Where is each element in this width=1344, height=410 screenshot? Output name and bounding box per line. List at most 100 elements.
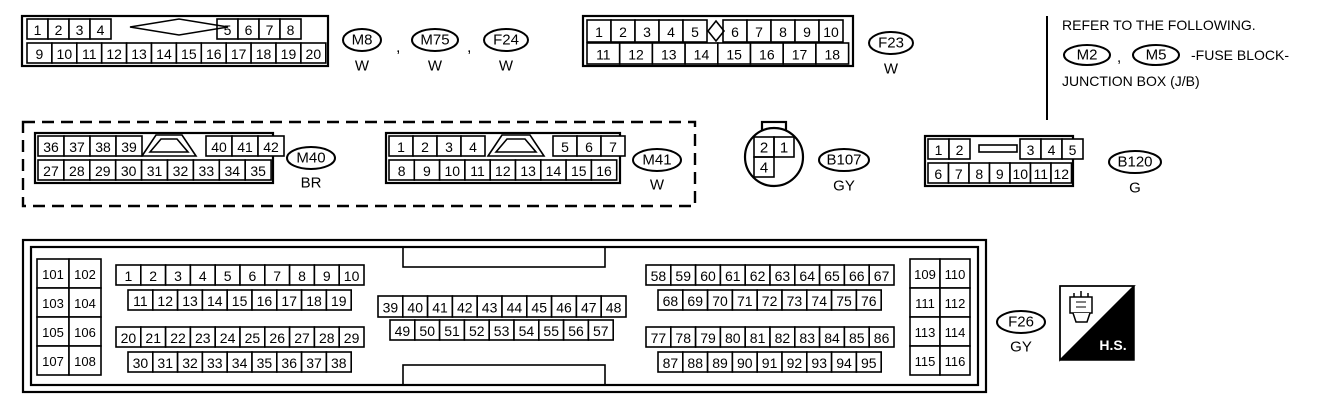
pin-cell: 23 — [189, 326, 216, 348]
pin-cell: 2 — [610, 19, 636, 43]
pin-cell: 27 — [37, 159, 65, 181]
pin-cell: 62 — [744, 264, 771, 286]
pin-number: 77 — [651, 330, 667, 346]
pin-cell: 35 — [251, 351, 278, 373]
pin-cell: 18 — [300, 289, 328, 311]
pin-number: 90 — [737, 355, 753, 371]
pin-number: 9 — [996, 166, 1004, 182]
pin-cell: 3 — [164, 264, 192, 286]
pin-number: 40 — [211, 139, 227, 155]
pin-number: 60 — [700, 268, 716, 284]
reference-note: REFER TO THE FOLLOWING. M2 , M5 -FUSE BL… — [1046, 16, 1289, 120]
pin-cell: 15 — [716, 42, 752, 65]
pin-number: 15 — [232, 293, 248, 309]
pin-cell: 12 — [152, 289, 179, 311]
pin-number: 106 — [74, 325, 96, 340]
pin-number: 82 — [775, 330, 791, 346]
pin-cell: 13 — [176, 289, 204, 311]
pin-cell: 8 — [968, 162, 991, 184]
pin-number: 31 — [157, 355, 173, 371]
pin-cell: 107 — [36, 345, 70, 376]
pin-number: 8 — [287, 22, 295, 38]
pin-number: 116 — [945, 354, 966, 369]
pin-cell: 45 — [525, 295, 553, 318]
connector-f23-frame — [581, 14, 855, 68]
pin-number: 107 — [42, 354, 64, 369]
pin-cell: 39 — [115, 135, 143, 157]
pin-cell: 16 — [749, 42, 785, 65]
pin-number: 1 — [397, 139, 405, 155]
pin-number: 35 — [257, 355, 273, 371]
pin-cell: 12 — [1050, 162, 1073, 184]
pin-number: 21 — [145, 330, 161, 346]
badge-code: M75 — [420, 32, 449, 49]
pin-cell: 41 — [426, 295, 454, 318]
pin-cell: 80 — [719, 326, 747, 348]
pin-number: 49 — [395, 323, 411, 339]
pin-cell: 38 — [325, 351, 352, 373]
pin-cell: 13 — [514, 159, 542, 181]
pin-cell: 7 — [263, 264, 291, 286]
pin-cell: 11 — [127, 289, 154, 311]
pin-number: 6 — [249, 268, 257, 284]
pin-number: 87 — [663, 355, 679, 371]
pin-cell: 28 — [313, 326, 340, 348]
pin-number: 8 — [779, 24, 787, 40]
pin-cell: 77 — [645, 326, 672, 348]
pin-cell: 15 — [175, 42, 203, 64]
pin-number: 13 — [661, 47, 677, 63]
badge-code: M8 — [352, 32, 373, 49]
badge-m75: M75 W — [411, 28, 459, 75]
badge-m5: M5 — [1132, 44, 1180, 66]
pin-number: 3 — [643, 24, 651, 40]
pin-number: 3 — [1027, 142, 1035, 158]
pin-number: 25 — [245, 330, 261, 346]
pin-cell: 33 — [192, 159, 221, 181]
pin-number: 59 — [675, 268, 691, 284]
pin-cell: 39 — [377, 295, 404, 318]
pin-cell: 41 — [231, 135, 259, 157]
pin-number: 4 — [469, 139, 477, 155]
pin-cell: 14 — [201, 289, 228, 311]
pin-cell: 1 — [927, 138, 950, 160]
pin-cell: 16 — [251, 289, 278, 311]
pin-number: 35 — [250, 163, 266, 179]
pin-number: 84 — [824, 330, 840, 346]
pin-number: 41 — [432, 300, 448, 316]
pin-number: 16 — [206, 46, 222, 62]
pin-number: 111 — [915, 296, 935, 311]
pin-cell: 115 — [909, 345, 941, 376]
pin-cell: 63 — [769, 264, 796, 286]
pin-cell: 1 — [26, 18, 49, 40]
pin-number: 19 — [331, 293, 347, 309]
pin-cell: 17 — [225, 42, 252, 64]
pin-number: 1 — [34, 22, 42, 38]
pin-number: 43 — [482, 300, 498, 316]
separator: , — [396, 39, 400, 56]
pin-number: 18 — [306, 293, 322, 309]
pin-cell: 10 — [438, 159, 466, 181]
badge-code: M5 — [1146, 47, 1167, 64]
pin-cell: 104 — [68, 287, 102, 318]
pin-cell: 2 — [412, 135, 438, 157]
pin-cell: 108 — [68, 345, 102, 376]
pin-cell: 14 — [539, 159, 567, 181]
badge-color: W — [884, 61, 899, 78]
badge-code: M2 — [1077, 47, 1098, 64]
pin-number: 13 — [182, 293, 198, 309]
pin-cell: 29 — [338, 326, 365, 348]
pin-number: 11 — [1033, 166, 1048, 182]
connector-f26-outer — [21, 238, 988, 394]
pin-number: 27 — [43, 163, 59, 179]
pin-cell: 10 — [1009, 162, 1032, 184]
pin-cell: 8 — [279, 18, 302, 40]
